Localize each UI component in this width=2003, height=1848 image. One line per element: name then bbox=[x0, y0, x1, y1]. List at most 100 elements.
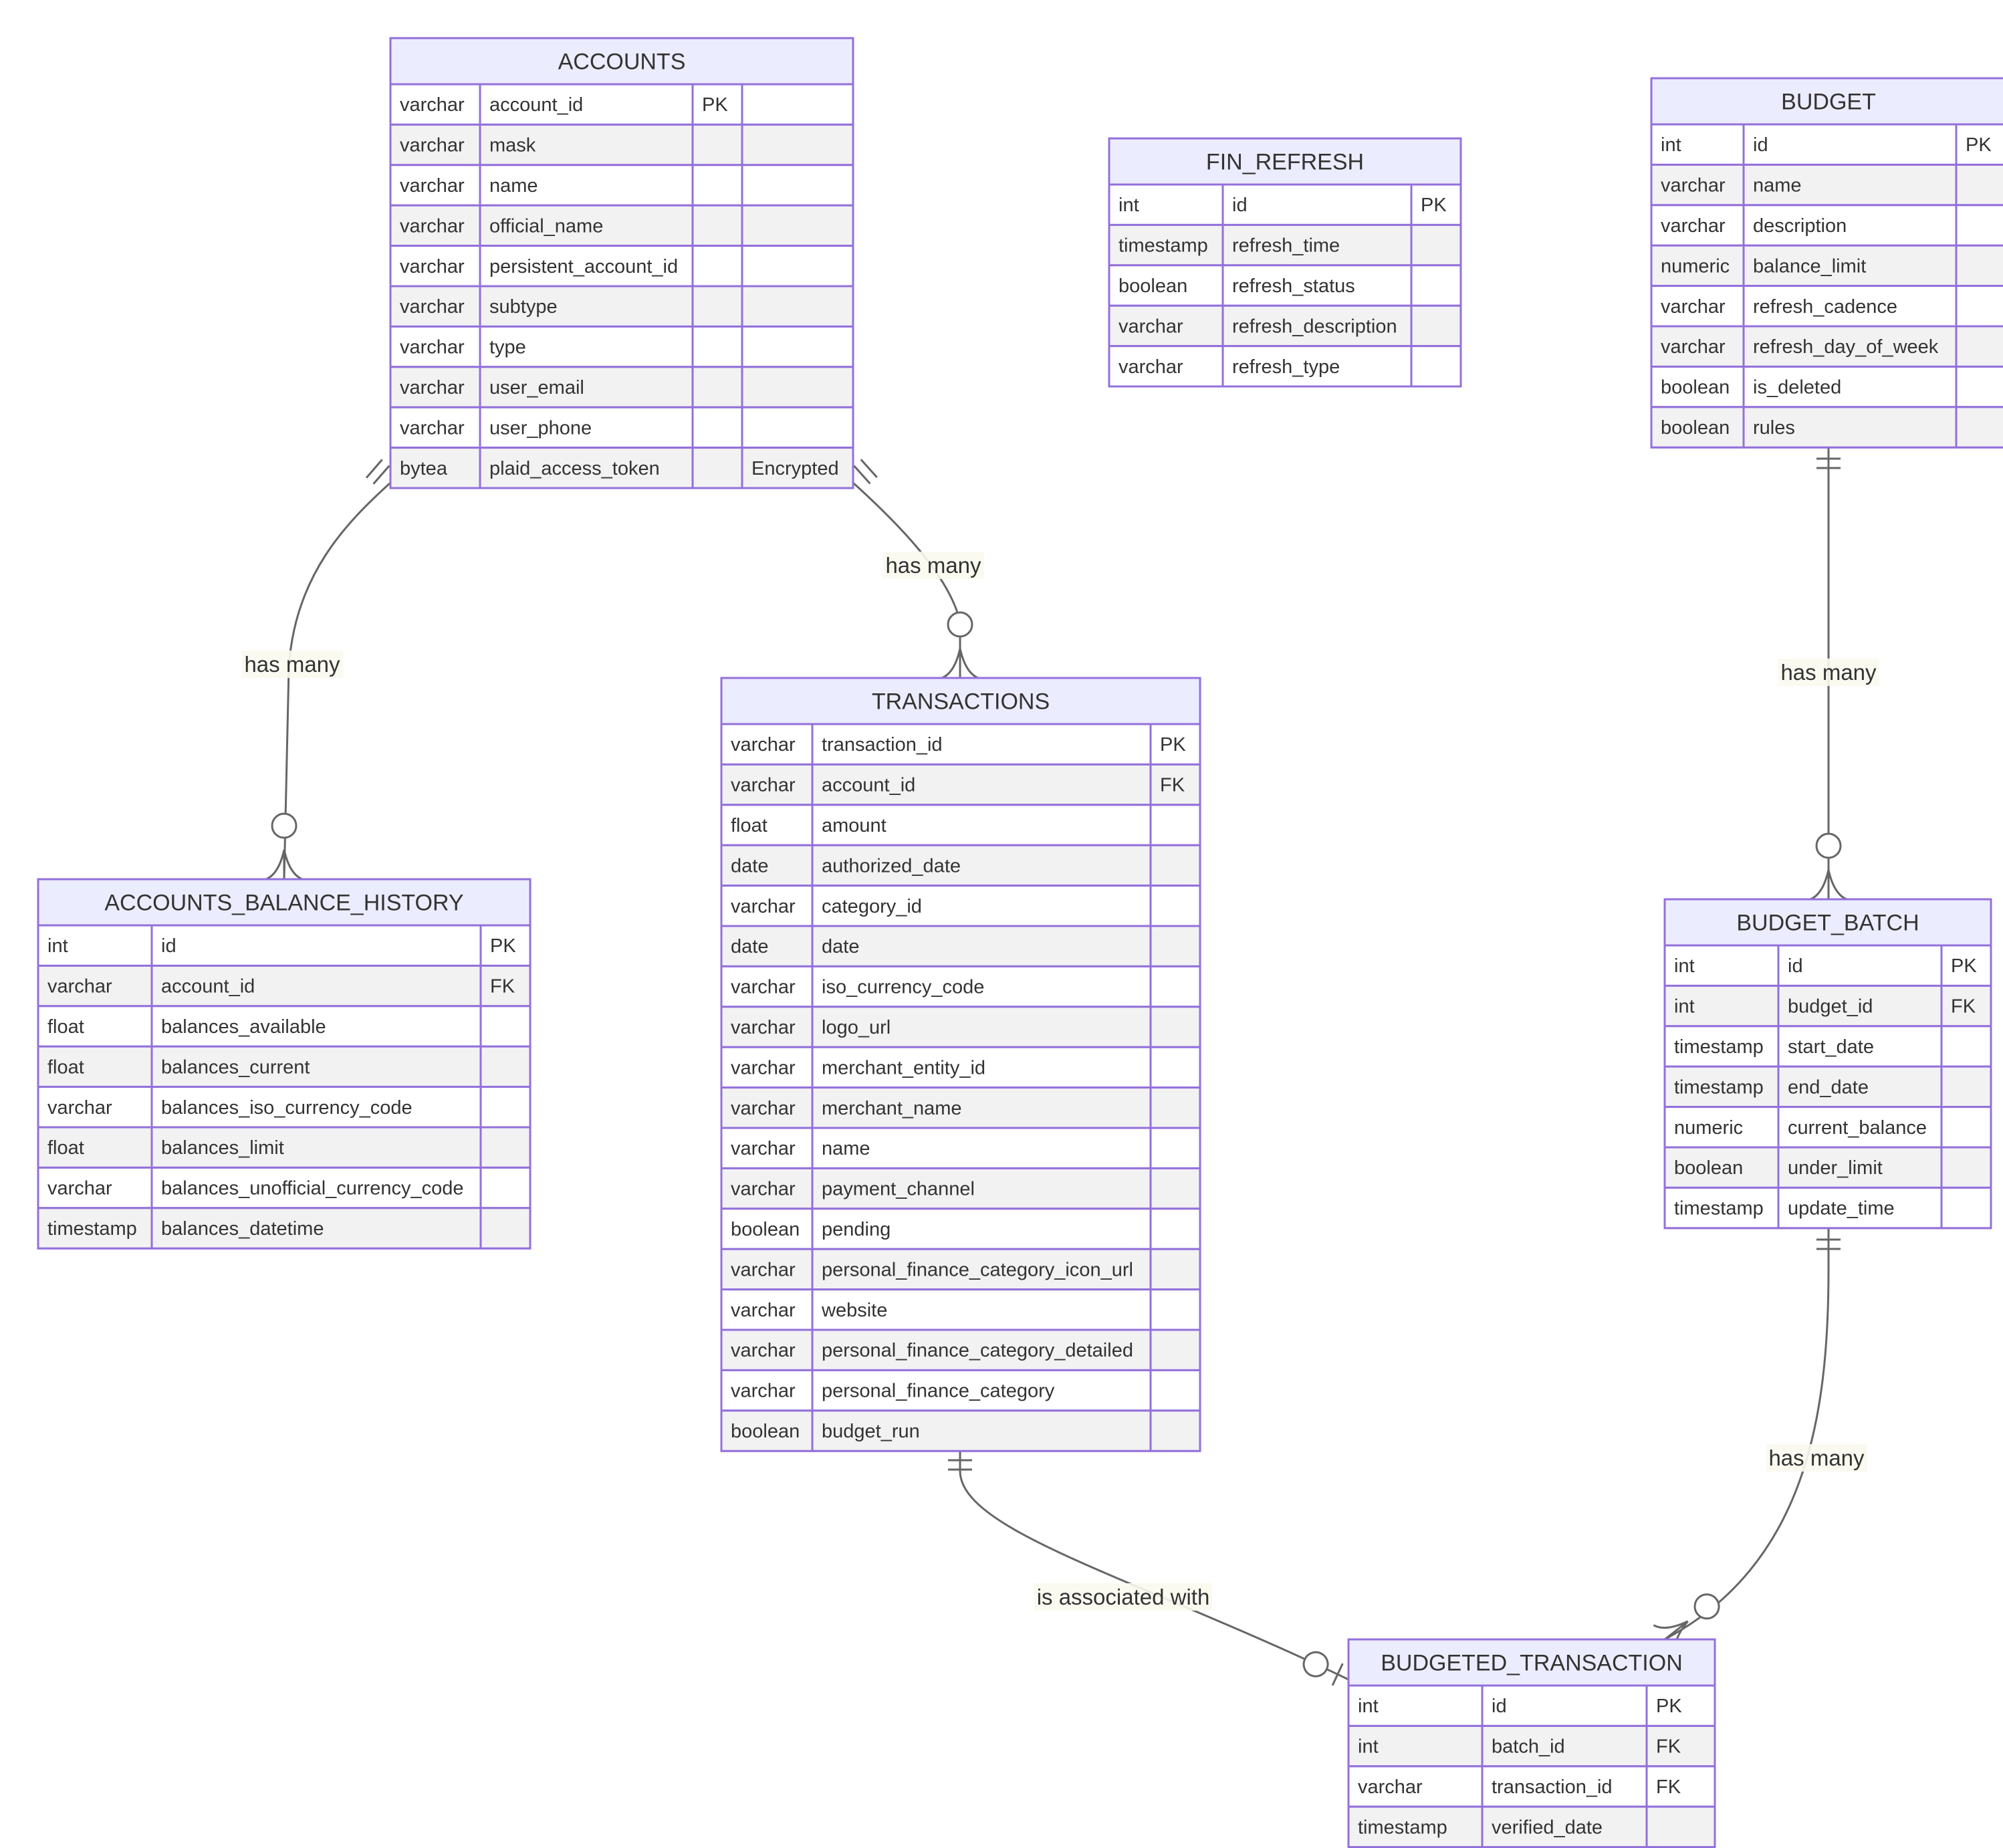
attribute-name: balances_datetime bbox=[161, 1218, 324, 1240]
attribute-name: name bbox=[822, 1138, 870, 1159]
attribute-name: mask bbox=[489, 135, 536, 156]
relationship-label-bg bbox=[241, 651, 344, 678]
attribute-cell bbox=[1645, 1724, 1716, 1768]
attribute-cell bbox=[741, 447, 854, 489]
attribute-cell bbox=[1149, 1369, 1201, 1412]
attribute-name: account_id bbox=[161, 976, 255, 998]
attribute-name: user_phone bbox=[489, 417, 592, 439]
cardinality-marker-one-zero bbox=[1302, 1651, 1344, 1686]
attribute-key: PK bbox=[1951, 955, 1977, 977]
attribute-name: id bbox=[1232, 195, 1248, 216]
attribute-cell bbox=[1410, 345, 1462, 388]
relationship-label: has many bbox=[1766, 1444, 1868, 1472]
attribute-name: account_id bbox=[822, 775, 915, 796]
attribute-name: transaction_id bbox=[822, 734, 943, 756]
attribute-name: official_name bbox=[489, 215, 603, 237]
attribute-cell bbox=[720, 844, 814, 887]
attribute-name: pending bbox=[822, 1219, 891, 1240]
attribute-type: varchar bbox=[1661, 296, 1726, 318]
attribute-cell bbox=[389, 406, 481, 449]
attribute-row: timestamp balances_datetime bbox=[37, 1207, 532, 1250]
attribute-type: timestamp bbox=[1674, 1036, 1764, 1058]
attribute-type: boolean bbox=[1118, 275, 1187, 297]
relationship-label-bg bbox=[1034, 1583, 1213, 1611]
attribute-cell bbox=[720, 1329, 814, 1371]
attribute-cell bbox=[1940, 1025, 1992, 1068]
attribute-type: date bbox=[731, 855, 768, 877]
attribute-cell bbox=[1940, 1146, 1992, 1189]
attribute-cell bbox=[150, 1126, 482, 1169]
attribute-name: is_deleted bbox=[1753, 377, 1841, 398]
attribute-cell bbox=[1149, 1006, 1201, 1048]
relationship-transactions-to-budgeted-transaction bbox=[948, 1448, 1349, 1686]
attribute-name: balance_limit bbox=[1753, 255, 1866, 277]
attribute-name: transaction_id bbox=[1492, 1776, 1613, 1798]
attribute-cell bbox=[1663, 1106, 1780, 1149]
attribute-type: varchar bbox=[731, 1017, 796, 1038]
attribute-cell bbox=[1940, 1065, 1992, 1109]
attribute-cell bbox=[1149, 925, 1201, 967]
attribute-key: PK bbox=[490, 935, 516, 957]
attribute-name: persistent_account_id bbox=[489, 256, 678, 277]
attribute-cell bbox=[691, 245, 743, 287]
relationship-line bbox=[852, 481, 961, 678]
attribute-type: boolean bbox=[1661, 377, 1730, 398]
attribute-cell bbox=[811, 1006, 1152, 1048]
attribute-type: varchar bbox=[400, 94, 465, 116]
attribute-cell bbox=[1149, 885, 1201, 927]
attribute-type: numeric bbox=[1661, 255, 1730, 277]
attribute-name: refresh_time bbox=[1232, 235, 1340, 257]
attribute-cell bbox=[811, 844, 1152, 887]
relationship-line bbox=[1664, 1228, 1830, 1641]
attribute-type: boolean bbox=[731, 1421, 800, 1442]
attribute-name: id bbox=[1492, 1696, 1507, 1717]
attribute-name: verified_date bbox=[1492, 1817, 1603, 1838]
attribute-type: boolean bbox=[731, 1219, 800, 1240]
attribute-type: varchar bbox=[731, 1259, 796, 1280]
attribute-type: int bbox=[1674, 996, 1695, 1018]
attribute-name: balances_unofficial_currency_code bbox=[161, 1178, 464, 1199]
attribute-name: start_date bbox=[1788, 1036, 1874, 1058]
attribute-name: balances_available bbox=[161, 1016, 326, 1038]
attribute-type: float bbox=[731, 815, 768, 836]
attribute-cell bbox=[1221, 223, 1413, 267]
attribute-name: refresh_cadence bbox=[1753, 296, 1897, 318]
attribute-cell bbox=[1481, 1805, 1648, 1848]
attribute-cell bbox=[1955, 285, 2003, 328]
entity-title: BUDGET bbox=[1781, 90, 1876, 115]
attribute-type: timestamp bbox=[1674, 1198, 1764, 1220]
attribute-name: update_time bbox=[1788, 1198, 1895, 1220]
cardinality-marker-one bbox=[948, 1459, 972, 1471]
attribute-type: timestamp bbox=[47, 1218, 137, 1240]
attribute-type: boolean bbox=[1661, 417, 1730, 439]
attribute-name: type bbox=[489, 337, 526, 358]
attribute-type: varchar bbox=[731, 896, 796, 917]
attribute-cell bbox=[37, 924, 153, 967]
attribute-cell bbox=[1221, 345, 1413, 388]
attribute-name: refresh_type bbox=[1232, 356, 1340, 378]
attribute-cell bbox=[1149, 1086, 1201, 1129]
attribute-type: varchar bbox=[47, 1097, 112, 1119]
attribute-comment: Encrypted bbox=[751, 458, 839, 479]
attribute-cell bbox=[1149, 1329, 1201, 1371]
